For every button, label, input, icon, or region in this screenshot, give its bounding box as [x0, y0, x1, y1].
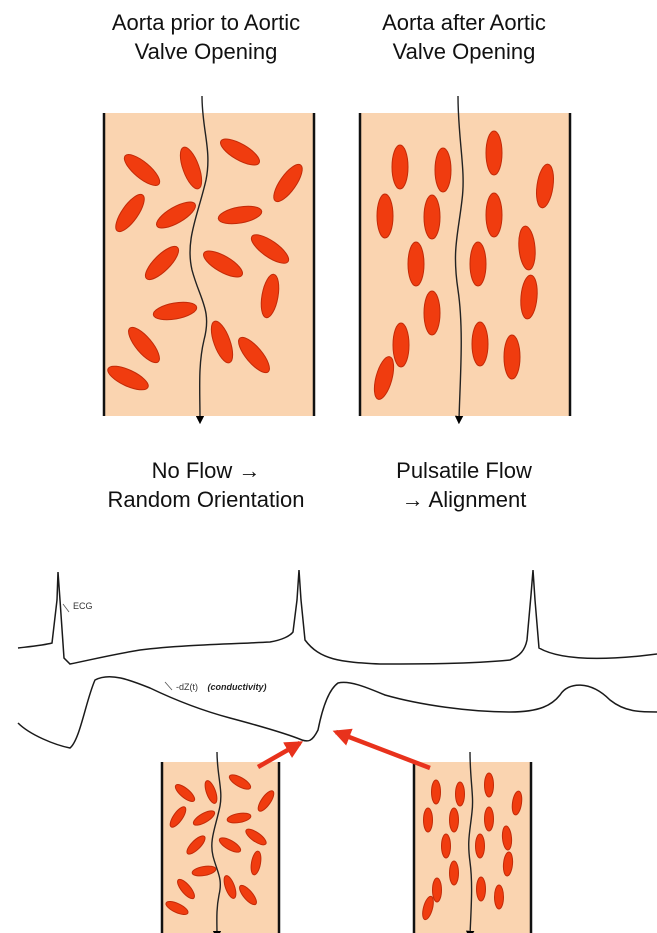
impedance-trace: -dZ(t) (conductivity): [18, 677, 657, 748]
red-blood-cell: [472, 322, 488, 366]
red-blood-cell: [442, 834, 451, 858]
red-blood-cell: [485, 773, 494, 797]
impedance-symbol: -dZ(t): [176, 682, 198, 692]
impedance-waveform: [18, 677, 657, 748]
red-blood-cell: [450, 808, 459, 832]
red-blood-cell: [504, 335, 520, 379]
impedance-note: (conductivity): [207, 682, 266, 692]
red-blood-cell: [435, 148, 451, 192]
red-blood-cell: [456, 782, 465, 806]
red-blood-cell: [408, 242, 424, 286]
red-blood-cell: [424, 291, 440, 335]
red-blood-cell: [486, 131, 502, 175]
red-blood-cell: [476, 834, 485, 858]
red-blood-cell: [433, 878, 442, 902]
red-blood-cell: [495, 885, 504, 909]
impedance-label: -dZ(t) (conductivity): [176, 677, 266, 694]
red-blood-cell: [450, 861, 459, 885]
ecg-label: ECG: [73, 601, 93, 611]
vessel-aligned: [360, 96, 570, 420]
red-blood-cell: [424, 195, 440, 239]
ecg-waveform: [18, 570, 657, 664]
arrow-aligned-to-trace: [336, 732, 430, 768]
red-arrows: [258, 732, 430, 768]
ecg-trace: ECG: [18, 570, 657, 664]
vessel-random-orientation: [104, 96, 314, 420]
red-blood-cell: [393, 323, 409, 367]
red-blood-cell: [485, 807, 494, 831]
small-vessel-aligned: [414, 752, 531, 933]
red-blood-cell: [470, 242, 486, 286]
impedance-label-leader: [165, 682, 172, 690]
red-blood-cell: [377, 194, 393, 238]
small-vessel-random: [162, 752, 279, 933]
red-blood-cell: [432, 780, 441, 804]
red-blood-cell: [392, 145, 408, 189]
ecg-label-leader: [63, 604, 69, 612]
red-blood-cell: [477, 877, 486, 901]
red-blood-cell: [424, 808, 433, 832]
red-blood-cell: [486, 193, 502, 237]
